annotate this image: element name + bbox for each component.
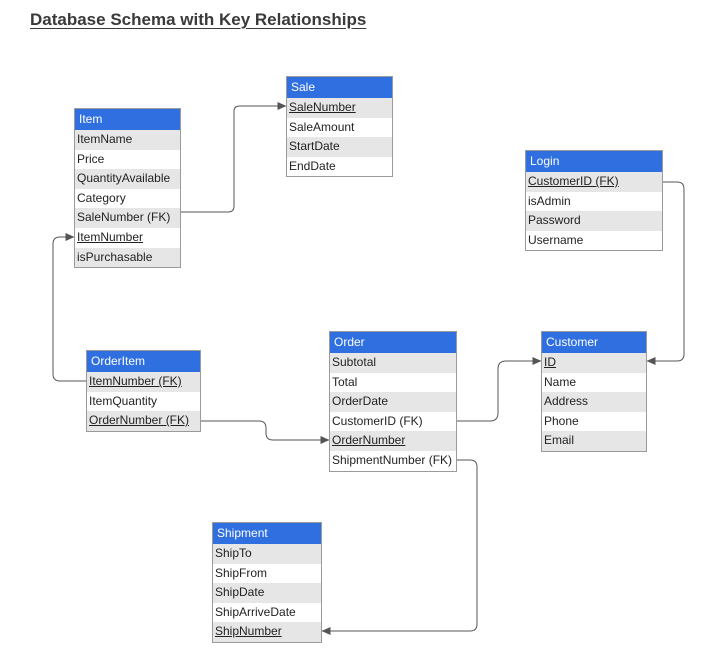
item-field: ItemName bbox=[75, 130, 180, 150]
item-header: Item bbox=[75, 109, 180, 130]
link-order-customer bbox=[457, 357, 542, 422]
orderitem-header: OrderItem bbox=[87, 351, 200, 372]
sale-header: Sale bbox=[287, 77, 392, 98]
orderitem-field: ItemQuantity bbox=[89, 393, 158, 408]
sale-field: SaleAmount bbox=[289, 119, 355, 134]
shipment-field: ShipDate bbox=[213, 583, 321, 603]
sale-field: SaleNumber bbox=[287, 98, 392, 118]
orderitem-field: ItemNumber (FK) bbox=[87, 372, 200, 392]
shipment-field: ShipFrom bbox=[215, 565, 268, 580]
order-field: CustomerID (FK) bbox=[332, 413, 423, 428]
customer-field: Phone bbox=[544, 413, 579, 428]
order-field: Subtotal bbox=[330, 353, 456, 373]
link-orderitem-order bbox=[201, 420, 330, 444]
shipment-header: Shipment bbox=[213, 523, 321, 544]
item-field: Price bbox=[77, 151, 105, 166]
login-field: Password bbox=[526, 211, 662, 231]
login-header: Login bbox=[526, 151, 662, 172]
item-field: isPurchasable bbox=[75, 247, 180, 268]
shipment-field: ShipArriveDate bbox=[215, 604, 296, 619]
customer-field: Name bbox=[544, 374, 577, 389]
item-field: Category bbox=[77, 190, 126, 205]
order-field: ShipmentNumber (FK) bbox=[332, 452, 453, 467]
link-order-shipment bbox=[321, 459, 478, 635]
shipment-field: ShipTo bbox=[213, 544, 321, 564]
item-field: ItemNumber bbox=[77, 229, 144, 244]
sale-field: EndDate bbox=[289, 158, 336, 173]
link-orderitem-item bbox=[52, 233, 86, 382]
order-field: OrderNumber bbox=[330, 431, 456, 451]
customer-field: Email bbox=[542, 431, 646, 451]
page-title: Database Schema with Key Relationships bbox=[30, 10, 367, 29]
order-field: OrderDate bbox=[330, 392, 456, 412]
login-field: isAdmin bbox=[528, 193, 571, 208]
customer-field: ID bbox=[542, 353, 646, 373]
customer-header: Customer bbox=[542, 332, 646, 353]
item-field: QuantityAvailable bbox=[75, 169, 180, 189]
item-field: SaleNumber (FK) bbox=[75, 208, 180, 228]
login-field: CustomerID (FK) bbox=[526, 172, 662, 192]
orderitem-field: OrderNumber (FK) bbox=[87, 411, 200, 431]
link-login-customer bbox=[646, 181, 685, 365]
shipment-field: ShipNumber bbox=[213, 622, 321, 642]
order-field: Total bbox=[332, 374, 358, 389]
customer-field: Address bbox=[542, 392, 646, 412]
sale-field: StartDate bbox=[287, 137, 392, 157]
link-item-sale bbox=[181, 102, 287, 213]
order-header: Order bbox=[330, 332, 456, 353]
login-field: Username bbox=[528, 232, 584, 247]
